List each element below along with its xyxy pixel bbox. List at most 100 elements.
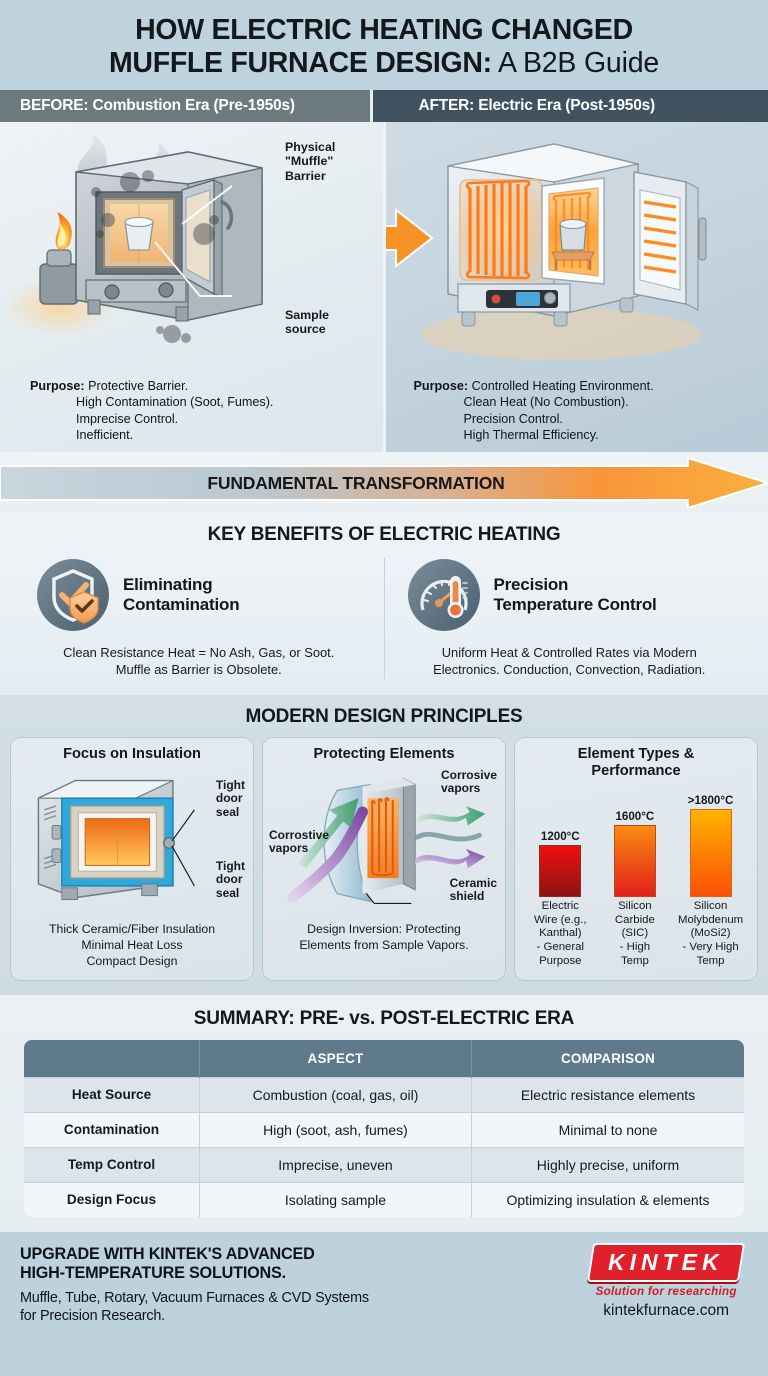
design-section-title: MODERN DESIGN PRINCIPLES: [245, 705, 523, 727]
chart-bar-group-0: 1200°C Electric Wire (e.g., Kanthal) - G…: [523, 830, 598, 968]
protecting-elements-illustration: [287, 777, 486, 904]
design-cards: Focus on Insulation: [10, 736, 758, 981]
kintek-tagline: Solution for researching: [595, 1284, 737, 1298]
green-escape-arrow: [298, 797, 359, 868]
before-panel: Physical "Muffle" Barrier Sample source …: [0, 122, 383, 453]
footer-headline-2: HIGH-TEMPERATURE SOLUTIONS.: [20, 1264, 286, 1283]
before-purpose-label: Purpose:: [30, 378, 85, 393]
electric-furnace-illustration: [385, 143, 706, 361]
after-purpose-label: Purpose:: [413, 378, 469, 393]
footer-headline-1: UPGRADE WITH KINTEK'S ADVANCED: [20, 1244, 315, 1263]
label-tight-door-seal-top: Tight door seal: [215, 777, 245, 820]
kintek-url[interactable]: kintekfurnace.com: [603, 1301, 730, 1319]
transformation-label: FUNDAMENTAL TRANSFORMATION: [207, 472, 505, 493]
bar-0: [539, 845, 582, 898]
benefits-row: Eliminating Contamination Clean Resistan…: [0, 558, 768, 679]
row-label-design-focus: Design Focus: [24, 1181, 200, 1217]
furnace-body: [75, 151, 263, 322]
protecting-card-title: Protecting Elements: [313, 745, 455, 762]
after-header: AFTER: Electric Era (Post-1950s): [369, 90, 768, 123]
callout-leaders: [154, 185, 233, 297]
kintek-logo: KINTEK: [587, 1242, 746, 1282]
heating-coils-left: [465, 179, 530, 280]
table-row: Contamination High (soot, ash, fumes) Mi…: [24, 1111, 744, 1148]
bar-value-label-1: 1600°C: [615, 810, 655, 824]
table-row: Design Focus Isolating sample Optimizing…: [24, 1181, 744, 1217]
after-purpose-line-4: High Thermal Efficiency.: [463, 428, 599, 443]
transition-arrow-head: [385, 208, 434, 269]
insulation-card-footer: Thick Ceramic/Fiber Insulation Minimal H…: [48, 921, 216, 968]
gauge-thermometer-icon: [407, 559, 480, 632]
footer-sub-1: Muffle, Tube, Rotary, Vacuum Furnaces & …: [20, 1290, 369, 1307]
row-label-temp-control: Temp Control: [24, 1146, 200, 1183]
bar-caption-1: Silicon Carbide (SIC) - High Temp: [614, 900, 655, 967]
label-ceramic-shield: Ceramic shield: [449, 875, 497, 904]
door-seal-point: [162, 836, 176, 849]
header-aspect: ASPECT: [199, 1039, 472, 1078]
after-purpose-line-1: Controlled Heating Environment.: [471, 378, 654, 393]
design-card-protecting-elements: Protecting Elements: [262, 736, 506, 981]
title-line-1: HOW ELECTRIC HEATING CHANGED: [135, 14, 633, 46]
cell-aspect-contamination: High (soot, ash, fumes): [199, 1111, 472, 1148]
benefit-description-contamination: Clean Resistance Heat = No Ash, Gas, or …: [63, 645, 335, 678]
benefit-heading-contamination: Eliminating Contamination: [123, 574, 240, 615]
table-row: Temp Control Imprecise, uneven Highly pr…: [24, 1146, 744, 1183]
summary-title: SUMMARY: PRE- vs. POST-ELECTRIC ERA: [193, 1007, 575, 1029]
heating-element-coils: [370, 796, 394, 876]
shield-check-icon: [37, 559, 109, 632]
insulated-furnace-illustration: [37, 779, 195, 900]
cell-comparison-temp-control: Highly precise, uniform: [471, 1146, 744, 1183]
green-vapor-arrow: [417, 805, 486, 826]
insulation-card-title: Focus on Insulation: [63, 745, 201, 762]
modern-design-section: MODERN DESIGN PRINCIPLES Focus on Insula…: [0, 694, 768, 995]
after-purpose-line-3: Precision Control.: [463, 411, 563, 426]
bar-value-label-0: 1200°C: [540, 830, 580, 844]
table-header-row: ASPECT COMPARISON: [24, 1039, 744, 1078]
before-after-headers: BEFORE: Combustion Era (Pre-1950s) AFTER…: [0, 90, 768, 123]
transformation-arrow: [0, 458, 768, 509]
benefit-card-precision: Precision Temperature Control Uniform He…: [383, 558, 755, 679]
after-purpose-line-2: Clean Heat (No Combustion).: [463, 395, 629, 410]
before-after-panels: Physical "Muffle" Barrier Sample source …: [0, 122, 768, 453]
cell-comparison-design-focus: Optimizing insulation & elements: [471, 1181, 744, 1217]
electric-furnace-body: [446, 143, 706, 327]
footer-cta: UPGRADE WITH KINTEK'S ADVANCED HIGH-TEMP…: [0, 1231, 768, 1328]
before-purpose-line-3: Imprecise Control.: [76, 411, 179, 426]
callout-sample-source: Sample source: [285, 308, 330, 337]
after-purpose: Purpose: Controlled Heating Environment.…: [386, 378, 768, 444]
design-card-element-types: Element Types & Performance 1200°C Elect…: [514, 736, 758, 981]
bar-2: [689, 809, 732, 898]
header-blank: [24, 1039, 200, 1078]
row-label-contamination: Contamination: [24, 1111, 200, 1148]
benefits-section-title: KEY BENEFITS OF ELECTRIC HEATING: [207, 524, 561, 546]
title-line-2: MUFFLE FURNACE DESIGN: A B2B Guide: [0, 47, 768, 80]
before-header: BEFORE: Combustion Era (Pre-1950s): [0, 90, 370, 123]
bar-caption-2: Silicon Molybdenum (MoSi2) - Very High T…: [677, 900, 744, 967]
summary-table: ASPECT COMPARISON Heat Source Combustion…: [23, 1038, 745, 1218]
label-corrosive-vapors-right: Corrosive vapors: [440, 767, 497, 796]
bar-value-label-2: >1800°C: [687, 794, 734, 808]
protecting-card-footer: Design Inversion: Protecting Elements fr…: [299, 921, 469, 952]
label-corrosive-vapors-left: Corrostive vapors: [269, 827, 330, 856]
transformation-banner: FUNDAMENTAL TRANSFORMATION: [0, 452, 768, 513]
chart-bar-group-1: 1600°C Silicon Carbide (SIC) - High Temp: [598, 810, 673, 968]
kintek-logo-text: KINTEK: [608, 1248, 724, 1275]
bar-caption-0: Electric Wire (e.g., Kanthal) - General …: [534, 900, 587, 967]
summary-section: SUMMARY: PRE- vs. POST-ELECTRIC ERA ASPE…: [0, 994, 768, 1232]
title-line-2-light: A B2B Guide: [491, 47, 660, 80]
design-card-insulation: Focus on Insulation: [10, 736, 254, 981]
before-purpose: Purpose: Protective Barrier. High Contam…: [0, 378, 383, 444]
heating-coils-door: [643, 200, 676, 274]
title-line-2-bold: MUFFLE FURNACE DESIGN:: [108, 47, 492, 80]
purple-vapor-arrow: [415, 848, 486, 868]
cell-comparison-heat-source: Electric resistance elements: [471, 1076, 744, 1113]
callout-muffle-barrier: Physical "Muffle" Barrier: [285, 140, 336, 183]
key-benefits-section: KEY BENEFITS OF ELECTRIC HEATING: [0, 512, 768, 695]
label-tight-door-seal-bottom: Tight door seal: [215, 858, 245, 901]
element-performance-chart: 1200°C Electric Wire (e.g., Kanthal) - G…: [521, 784, 751, 969]
combustion-furnace-illustration: [4, 134, 263, 344]
element-types-card-title: Element Types & Performance: [577, 745, 695, 779]
chart-bar-group-2: >1800°C Silicon Molybdenum (MoSi2) - Ver…: [672, 794, 749, 968]
footer-sub-2: for Precision Research.: [20, 1308, 165, 1325]
